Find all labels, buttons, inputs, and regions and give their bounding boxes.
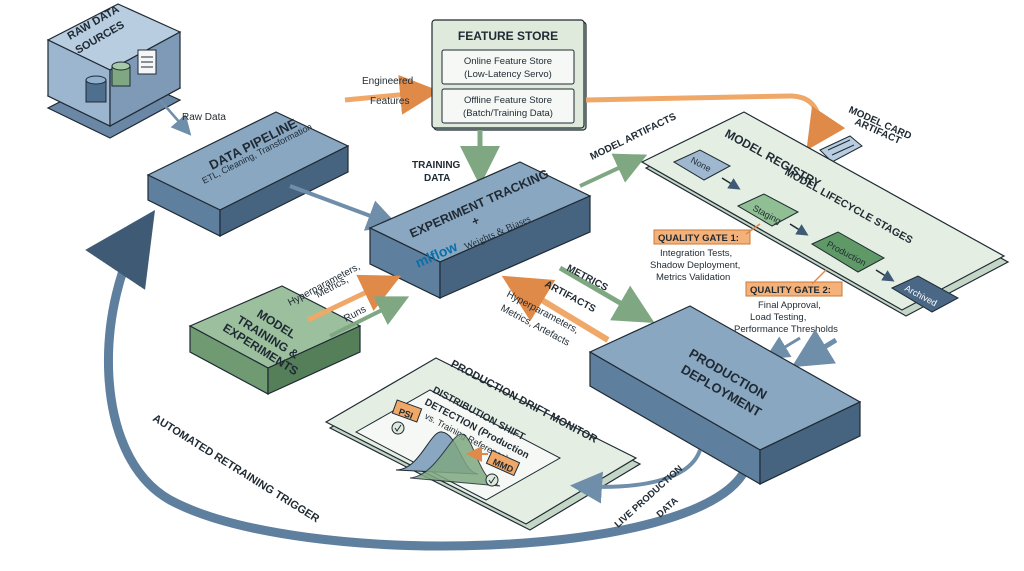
qg2-line1: Final Approval,	[758, 300, 821, 311]
database-icon	[85, 75, 107, 103]
artifacts-arrow	[501, 275, 610, 343]
raw-data-sources: RAW DATA SOURCES	[46, 3, 182, 139]
registry-deploy-arrow-2	[791, 329, 838, 368]
offline-store-line2: (Batch/Training Data)	[463, 108, 553, 119]
data-pipeline-block: DATA PIPELINE ETL, Cleaning, Transformat…	[146, 111, 350, 237]
engineered-line1: Engineered	[362, 76, 413, 87]
psi-check-icon	[391, 421, 405, 435]
drift-monitor-panel: PRODUCTION DRIFT MONITOR DISTRIBUTION SH…	[324, 357, 642, 531]
qg2-line3: Performance Thresholds	[734, 324, 838, 335]
offline-store-line1: Offline Feature Store	[464, 95, 552, 106]
table-db-icon	[111, 61, 131, 87]
feature-store-title: FEATURE STORE	[458, 29, 558, 43]
qg1-title: QUALITY GATE 1:	[658, 233, 739, 244]
online-store-line1: Online Feature Store	[464, 56, 552, 67]
document-icon	[137, 49, 157, 75]
qg2-line2: Load Testing,	[750, 312, 806, 323]
pipeline-to-tracking-arrow	[289, 184, 400, 231]
model-registry-panel: MODEL REGISTRY MODEL LIFECYCLE STAGES No…	[640, 111, 1010, 317]
experiment-tracking-block: EXPERIMENT TRACKING + mlflow Weights & B…	[368, 161, 592, 299]
retraining-loop-arrow	[85, 210, 750, 551]
metrics-label: METRICS	[565, 263, 610, 294]
qg2-title: QUALITY GATE 2:	[750, 285, 831, 296]
quality-gate-2: QUALITY GATE 2: Final Approval, Load Tes…	[734, 281, 843, 335]
training-data-line1: TRAINING	[412, 160, 461, 171]
stage-none[interactable]: None	[672, 149, 732, 181]
qg1-line3: Metrics Validation	[656, 272, 730, 283]
model-artifacts-arrow	[585, 93, 846, 151]
hyperparams-arrow	[306, 274, 402, 323]
tracking-to-registry-arrow	[579, 153, 648, 188]
qg1-line2: Shadow Deployment,	[650, 260, 740, 271]
production-deployment-block: PRODUCTION DEPLOYMENT	[588, 305, 862, 486]
model-training-block: MODEL TRAINING & EXPERIMENTS	[188, 285, 362, 396]
raw-data-label: Raw Data	[182, 112, 226, 123]
online-store-line2: (Low-Latency Servo)	[464, 69, 552, 80]
raw-data-arrow	[159, 99, 192, 136]
metrics-arrow	[558, 265, 655, 324]
quality-gate-1: QUALITY GATE 1: Integration Tests, Shado…	[650, 229, 751, 283]
training-data-line2: DATA	[424, 173, 450, 184]
engineered-features-arrow	[344, 74, 440, 115]
live-data-arrow	[570, 449, 702, 504]
mmd-check-icon	[485, 473, 499, 487]
stage-archived[interactable]: Archived	[890, 275, 960, 313]
qg1-line1: Integration Tests,	[660, 248, 732, 259]
feature-store-panel: FEATURE STORE Online Feature Store (Low-…	[431, 19, 587, 131]
engineered-line2: Features	[370, 96, 409, 107]
psi-badge: PSI	[397, 406, 414, 420]
runs-arrow	[329, 296, 410, 338]
retrain-label: AUTOMATED RETRAINING TRIGGER	[150, 412, 321, 525]
